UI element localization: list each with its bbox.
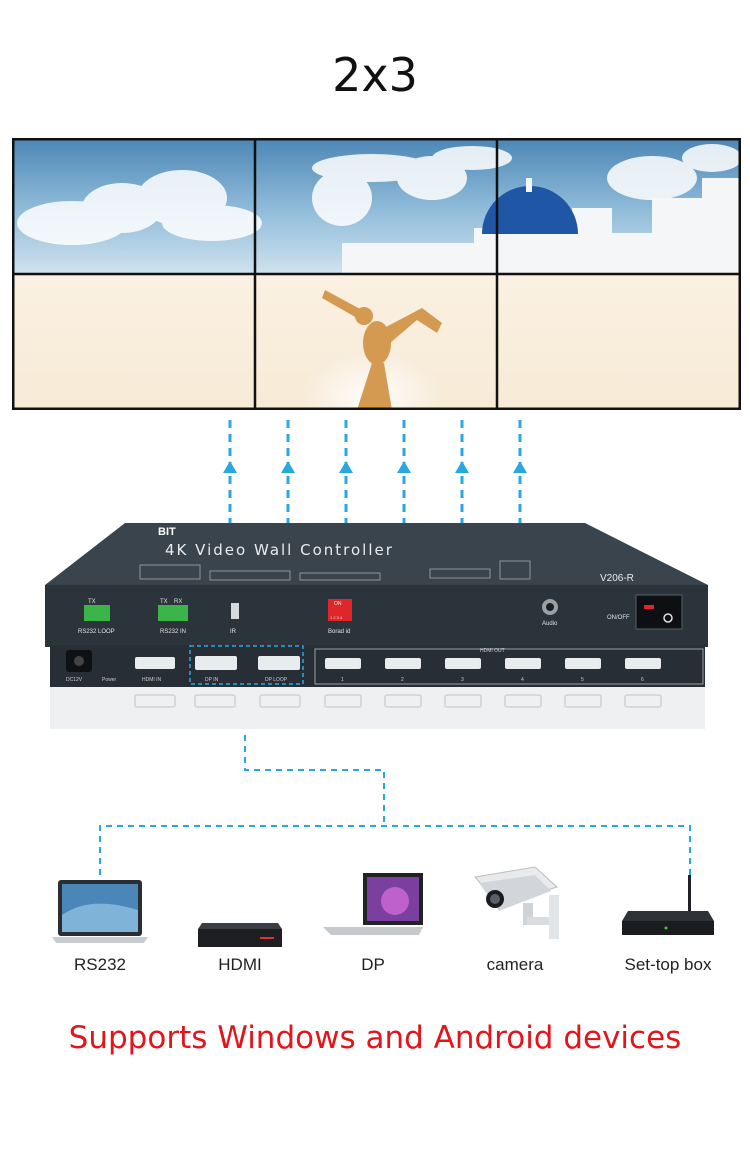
- page-title: 2x3: [332, 48, 418, 102]
- source-label-camera: camera: [486, 955, 544, 974]
- label-dc12v: DC12V: [66, 677, 83, 683]
- label-onoff: ON/OFF: [607, 615, 630, 621]
- dip-numbers: 1 2 3 4: [330, 615, 343, 620]
- input-connection-lines: [99, 735, 691, 875]
- out-number-6: 6: [641, 677, 644, 683]
- source-rs232: RS232: [30, 865, 170, 975]
- source-label-settop-box: Set-top box: [624, 955, 712, 974]
- tx-label-2: TX: [160, 599, 168, 605]
- source-dp: DP: [303, 865, 443, 975]
- tagline: Supports Windows and Android devices: [68, 1020, 682, 1056]
- out-number-1: 1: [341, 677, 344, 683]
- source-label-rs232: RS232: [74, 955, 126, 974]
- macbook-icon: [323, 873, 423, 935]
- label-rs232-in: RS232 IN: [160, 629, 186, 635]
- tx-label-1: TX: [88, 599, 96, 605]
- out-number-2: 2: [401, 677, 404, 683]
- output-signal-arrows: [223, 420, 527, 523]
- label-ir: IR: [230, 629, 237, 635]
- label-board-id: Borad id: [328, 629, 350, 635]
- brand-logo: BIT: [158, 526, 176, 538]
- dip-on-label: ON: [334, 601, 342, 607]
- label-dp-loop: DP LOOP: [265, 677, 288, 683]
- camera-icon: [474, 866, 559, 939]
- laptop-icon: [52, 880, 148, 943]
- label-hdmi-out: HDMI OUT: [480, 648, 505, 654]
- source-label-dp: DP: [361, 955, 385, 974]
- video-wall-controller: BIT 4K Video Wall Controller V206-R TX T…: [45, 523, 708, 729]
- device-model: V206-R: [600, 573, 634, 584]
- source-label-hdmi: HDMI: [218, 955, 262, 974]
- source-settop-box: Set-top box: [598, 865, 738, 975]
- video-wall: [12, 138, 741, 410]
- source-camera: camera: [445, 865, 585, 975]
- source-hdmi: HDMI: [170, 865, 310, 975]
- device-name: 4K Video Wall Controller: [165, 541, 394, 559]
- rx-label: RX: [174, 599, 182, 605]
- label-audio: Audio: [542, 621, 558, 627]
- player-icon: [198, 923, 282, 947]
- label-dp-in: DP IN: [205, 677, 219, 683]
- out-number-3: 3: [461, 677, 464, 683]
- out-number-4: 4: [521, 677, 524, 683]
- label-power: Power: [102, 677, 117, 683]
- label-hdmi-in: HDMI IN: [142, 677, 162, 683]
- out-number-5: 5: [581, 677, 584, 683]
- settop-box-icon: [622, 875, 714, 935]
- label-rs232-loop: RS232 LOOP: [78, 629, 115, 635]
